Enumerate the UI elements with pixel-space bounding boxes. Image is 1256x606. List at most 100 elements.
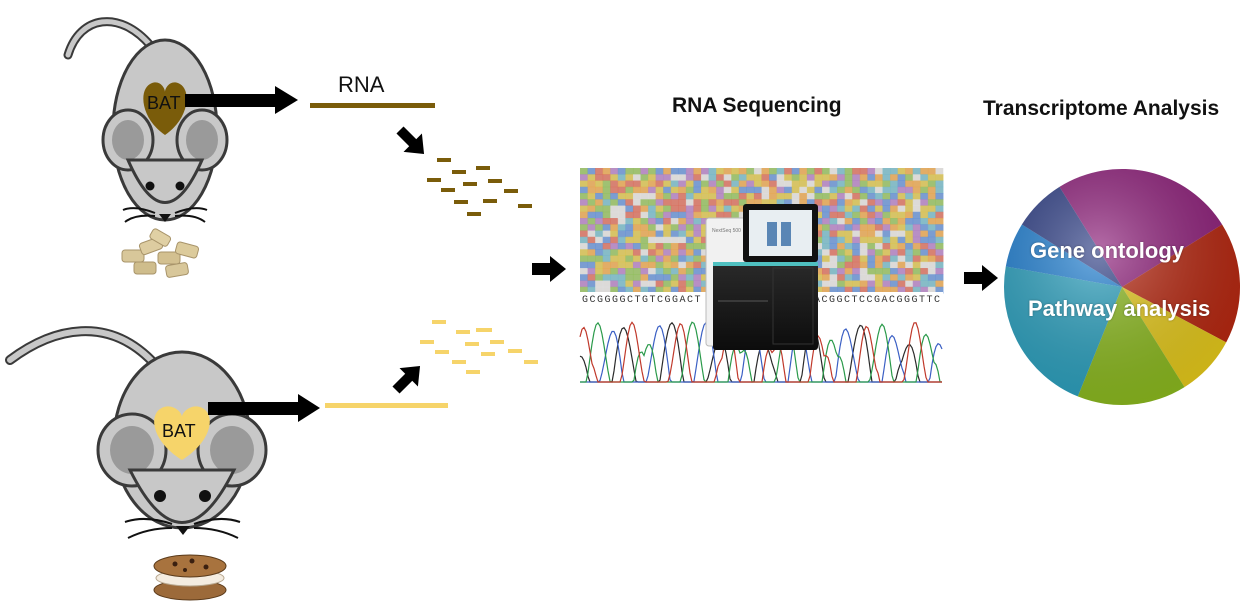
sequence-cell bbox=[837, 236, 846, 244]
sequence-cell bbox=[822, 230, 831, 238]
sequence-cell bbox=[595, 205, 604, 213]
bat-label-top: BAT bbox=[147, 93, 181, 113]
sequence-cell bbox=[625, 174, 634, 181]
sequence-cell bbox=[829, 243, 838, 250]
sequence-cell bbox=[852, 261, 861, 269]
bat-heart-top bbox=[143, 82, 187, 135]
sequence-cell bbox=[829, 174, 838, 181]
sequence-cell bbox=[859, 211, 868, 219]
sequence-cell bbox=[632, 193, 641, 200]
sequence-cell bbox=[844, 199, 853, 206]
sequence-cell bbox=[663, 199, 672, 206]
sequence-cell bbox=[927, 243, 936, 250]
sequence-cell bbox=[632, 224, 641, 231]
sequence-cell bbox=[655, 249, 664, 256]
sequence-cell bbox=[678, 261, 687, 269]
sequence-cell bbox=[610, 261, 619, 269]
sequence-cell bbox=[814, 211, 823, 219]
sequence-cell bbox=[882, 255, 891, 263]
sequence-cell bbox=[723, 186, 732, 194]
sequence-cell bbox=[806, 174, 815, 181]
sequence-cell bbox=[640, 199, 649, 206]
sequence-cell bbox=[814, 230, 823, 238]
sequence-cell bbox=[701, 180, 710, 188]
sequence-cell bbox=[852, 186, 861, 194]
sequence-cell bbox=[867, 218, 876, 225]
sequence-cell bbox=[935, 193, 944, 200]
sequence-cell bbox=[852, 274, 861, 281]
sequence-cell bbox=[927, 274, 936, 281]
sequence-cell bbox=[882, 186, 891, 194]
sequence-cell bbox=[731, 168, 740, 175]
sequence-cell bbox=[701, 199, 710, 206]
sequence-cell bbox=[602, 286, 611, 294]
sequence-cell bbox=[595, 180, 604, 188]
sequence-cell bbox=[678, 193, 687, 200]
sequence-cell bbox=[685, 230, 694, 238]
sequence-cell bbox=[867, 236, 876, 244]
sequence-cell bbox=[685, 236, 694, 244]
sequence-cell bbox=[882, 199, 891, 206]
sequence-cell bbox=[890, 174, 899, 181]
sequence-cell bbox=[678, 255, 687, 263]
sequence-cell bbox=[859, 199, 868, 206]
sequence-cell bbox=[784, 168, 793, 175]
sequence-cell bbox=[617, 211, 626, 219]
sequence-cell bbox=[685, 255, 694, 263]
sequence-cell bbox=[890, 199, 899, 206]
sequence-cell bbox=[580, 230, 589, 238]
sequence-cell bbox=[844, 236, 853, 244]
sequence-cell bbox=[852, 230, 861, 238]
sequence-cell bbox=[625, 249, 634, 256]
sequence-cell bbox=[927, 186, 936, 194]
sequence-cell bbox=[867, 230, 876, 238]
sequence-cell bbox=[920, 243, 929, 250]
sequence-cell bbox=[769, 180, 778, 188]
sequence-cell bbox=[595, 186, 604, 194]
sequence-cell bbox=[632, 255, 641, 263]
sequence-cell bbox=[731, 193, 740, 200]
sequence-cell bbox=[897, 230, 906, 238]
sequence-cell bbox=[791, 180, 800, 188]
sequence-cell bbox=[580, 268, 589, 275]
sequence-cell bbox=[602, 268, 611, 275]
sequence-cell bbox=[701, 255, 710, 263]
sequence-cell bbox=[655, 199, 664, 206]
sequence-cell bbox=[837, 211, 846, 219]
sequence-cell bbox=[761, 168, 770, 175]
sequence-cell bbox=[890, 211, 899, 219]
sequence-cell bbox=[670, 261, 679, 269]
sequence-cell bbox=[655, 205, 664, 213]
sequence-cell bbox=[852, 236, 861, 244]
sequence-cell bbox=[663, 224, 672, 231]
sequence-cell bbox=[632, 186, 641, 194]
sequence-cell bbox=[580, 274, 589, 281]
sequence-cell bbox=[663, 286, 672, 294]
sequence-cell bbox=[935, 286, 944, 294]
sequence-cell bbox=[610, 286, 619, 294]
sequence-cell bbox=[595, 280, 604, 288]
sequence-cell bbox=[822, 261, 831, 269]
sequence-cell bbox=[595, 249, 604, 256]
sequence-cell bbox=[927, 180, 936, 188]
sequence-cell bbox=[602, 174, 611, 181]
sequence-cell bbox=[701, 193, 710, 200]
sequence-cell bbox=[640, 280, 649, 288]
sequence-cell bbox=[799, 180, 808, 188]
sequence-cell bbox=[610, 255, 619, 263]
sequence-cell bbox=[859, 255, 868, 263]
sequence-cell bbox=[912, 243, 921, 250]
sequence-cell bbox=[602, 236, 611, 244]
sequence-cell bbox=[890, 236, 899, 244]
sequence-cell bbox=[890, 180, 899, 188]
sequence-cell bbox=[844, 280, 853, 288]
sequence-cell bbox=[814, 180, 823, 188]
sequence-cell bbox=[920, 249, 929, 256]
sequence-cell bbox=[776, 174, 785, 181]
sequence-cell bbox=[844, 174, 853, 181]
sequence-cell bbox=[882, 261, 891, 269]
sequence-cell bbox=[640, 230, 649, 238]
sequence-cell bbox=[670, 211, 679, 219]
sequence-cell bbox=[822, 186, 831, 194]
sequence-cell bbox=[867, 193, 876, 200]
